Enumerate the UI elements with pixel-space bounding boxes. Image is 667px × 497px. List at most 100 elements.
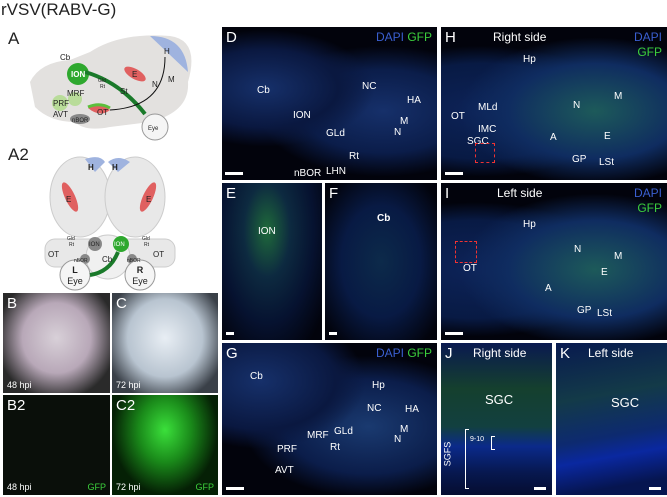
panel-h: H Right side DAPI GFP Hp MLd OT IMC SGC … [441, 27, 667, 180]
hyperpallium-h [150, 36, 188, 72]
legend-dapi: DAPI [375, 30, 404, 44]
svg-text:MRF: MRF [67, 89, 84, 98]
panel-k: K Left side SGC [556, 343, 667, 495]
region-label: A [545, 283, 552, 294]
left-eye-label: Eye [67, 276, 83, 286]
svg-text:E: E [66, 195, 71, 204]
layer-label: SGFS [442, 441, 453, 467]
region-label: AVT [275, 465, 294, 476]
svg-text:H: H [164, 47, 170, 56]
svg-text:nBOR: nBOR [127, 258, 141, 264]
bracket [491, 436, 495, 450]
svg-text:M: M [168, 75, 175, 84]
time-label: 48 hpi [7, 380, 32, 390]
svg-text:Gld: Gld [142, 236, 150, 242]
region-label: Cb [257, 85, 270, 96]
region-label: LHN [326, 166, 347, 177]
svg-text:Rt: Rt [69, 242, 75, 248]
svg-text:ION: ION [114, 242, 125, 248]
channel-label: GFP [87, 482, 106, 492]
svg-text:Rt: Rt [100, 84, 106, 90]
scale-bar [226, 332, 234, 335]
panel-label-b2: B2 [7, 397, 26, 414]
photo-b2: B2 48 hpi GFP [3, 395, 110, 495]
bracket [465, 429, 469, 489]
svg-text:nBOR: nBOR [74, 258, 88, 264]
side-label: Right side [473, 346, 527, 360]
panel-label: K [560, 345, 571, 362]
scale-bar [225, 172, 243, 175]
region-label: NC [367, 403, 382, 414]
side-label: Left side [588, 346, 634, 360]
region-label: E [604, 131, 611, 142]
region-label: NC [362, 81, 377, 92]
region-label: LSt [597, 308, 613, 319]
region-label: N [394, 127, 402, 138]
svg-text:H: H [88, 163, 94, 172]
circuit-schematic: A Cb ION Gld Rt PRF MRF AVT nBOR OT E H … [8, 29, 192, 291]
region-label: Hp [372, 380, 385, 391]
svg-text:AVT: AVT [53, 110, 68, 119]
panel-label: G [226, 345, 238, 362]
svg-text:ION: ION [71, 70, 85, 79]
panel-label: H [445, 29, 456, 46]
panel-label-a: A [8, 29, 20, 48]
panel-j: J Right side SGC 9-10 SGFS [441, 343, 552, 495]
region-label: SGC [485, 392, 514, 407]
panel-label-c: C [116, 295, 127, 312]
svg-text:Eye: Eye [148, 126, 159, 132]
panel-label-b: B [7, 295, 18, 312]
scale-bar [649, 487, 661, 490]
scale-bar [534, 487, 546, 490]
svg-text:N: N [152, 80, 158, 89]
region-label: Cb [250, 371, 263, 382]
panel-label: E [226, 185, 237, 202]
region-label: GLd [334, 426, 353, 437]
svg-text:H: H [112, 163, 118, 172]
panel-g: G DAPI GFP Cb Hp NC HA M N GLd Rt MRF PR… [222, 343, 437, 495]
region-label: N [574, 244, 582, 255]
region-label: N [573, 100, 581, 111]
region-label: OT [463, 263, 477, 274]
region-label: N [394, 434, 402, 445]
svg-text:OT: OT [97, 108, 108, 117]
region-label: HA [405, 404, 419, 415]
region-label: SGC [611, 395, 640, 410]
inset-box [475, 143, 495, 163]
photo-c2: C2 72 hpi GFP [112, 395, 218, 495]
region-label: MLd [478, 102, 498, 113]
svg-text:Rt: Rt [144, 242, 150, 248]
time-label: 72 hpi [116, 380, 141, 390]
region-label: MRF [307, 430, 329, 441]
region-label: Hp [523, 54, 536, 65]
region-label: E [601, 267, 608, 278]
legend-gfp: GFP [407, 346, 432, 360]
scale-bar [226, 487, 244, 490]
panel-label: I [445, 185, 450, 202]
region-label: LSt [599, 157, 615, 168]
side-label: Left side [497, 186, 543, 200]
time-label: 48 hpi [7, 482, 32, 492]
svg-text:nBOR: nBOR [72, 118, 89, 124]
panel-f: F Cb [325, 183, 437, 340]
svg-text:E: E [132, 70, 137, 79]
region-label: PRF [277, 444, 297, 455]
time-label: 72 hpi [116, 482, 141, 492]
region-label: ION [258, 226, 276, 237]
figure-title: rVSV(RABV-G) [1, 0, 117, 19]
legend-gfp: GFP [637, 45, 662, 59]
channel-label: GFP [195, 482, 214, 492]
panel-label-c2: C2 [116, 397, 136, 414]
region-label: A [550, 132, 557, 143]
region-label: GLd [326, 128, 345, 139]
region-label: M [400, 116, 409, 127]
region-label: nBOR [294, 168, 322, 179]
region-label: SGC [467, 136, 489, 147]
svg-text:OT: OT [153, 250, 164, 259]
region-label: GP [577, 305, 592, 316]
legend-gfp: GFP [407, 30, 432, 44]
panel-i: I Left side DAPI GFP Hp OT N M A E GP LS… [441, 183, 667, 340]
region-label: HA [407, 95, 421, 106]
legend-gfp: GFP [637, 201, 662, 215]
legend-dapi: DAPI [633, 30, 662, 44]
